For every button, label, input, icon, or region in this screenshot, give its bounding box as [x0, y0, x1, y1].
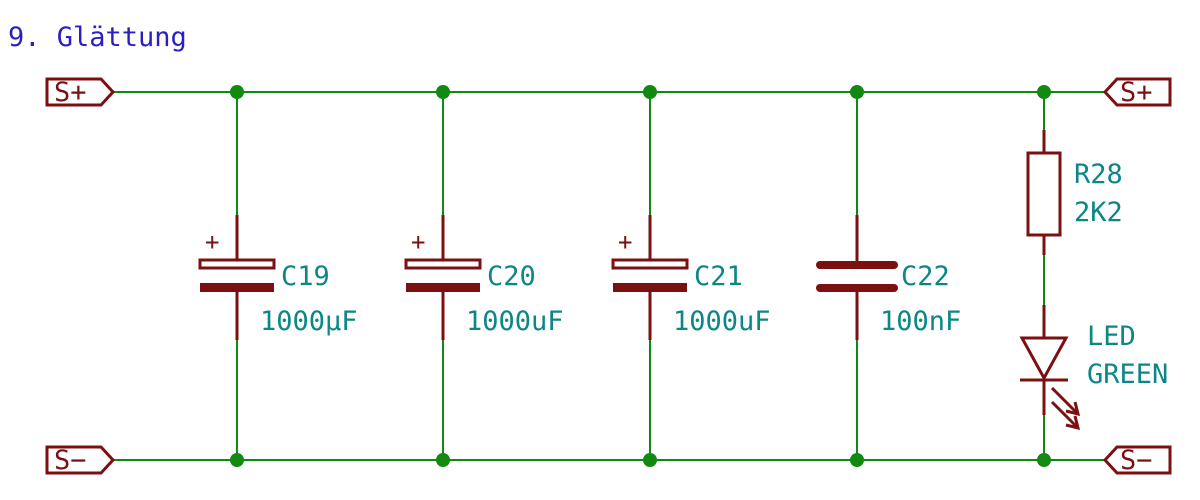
- capacitor-c19: + C19 1000µF: [198, 92, 358, 460]
- port-bottom-right-label: S−: [1120, 445, 1153, 476]
- resistor-r28: R28 2K2: [1026, 92, 1123, 305]
- junction-dot: [643, 453, 657, 467]
- light-emission-arrows-icon: [1050, 386, 1081, 431]
- port-bottom-left: S−: [45, 445, 116, 476]
- r28-ref: R28: [1074, 159, 1123, 190]
- capacitor-c20: + C20 1000uF: [404, 92, 564, 460]
- junction-dot: [1037, 453, 1051, 467]
- c22-ref: C22: [901, 261, 950, 292]
- c22-value: 100nF: [880, 306, 961, 337]
- sheet-title: 9. Glättung: [8, 22, 187, 53]
- led-label-line1: LED: [1087, 321, 1136, 352]
- led-label-line2: GREEN: [1087, 359, 1168, 390]
- c19-ref: C19: [281, 261, 330, 292]
- capacitor-c21: + C21 1000uF: [611, 92, 771, 460]
- port-top-left: S+: [45, 77, 116, 108]
- r28-value: 2K2: [1074, 197, 1123, 228]
- junction-dot: [850, 85, 864, 99]
- junction-dot: [230, 85, 244, 99]
- port-bottom-left-label: S−: [54, 445, 87, 476]
- junction-dot: [436, 85, 450, 99]
- c19-value: 1000µF: [260, 306, 358, 337]
- junction-dot: [850, 453, 864, 467]
- c20-polarity: +: [411, 228, 425, 256]
- junction-dot: [230, 453, 244, 467]
- junction-dot: [643, 85, 657, 99]
- port-top-right-label: S+: [1120, 77, 1153, 108]
- port-top-right: S+: [1102, 77, 1172, 108]
- c21-value: 1000uF: [673, 306, 771, 337]
- c20-value: 1000uF: [466, 306, 564, 337]
- junctions: [230, 85, 1051, 467]
- c20-ref: C20: [487, 261, 536, 292]
- junction-dot: [436, 453, 450, 467]
- junction-dot: [1037, 85, 1051, 99]
- c21-polarity: +: [618, 228, 632, 256]
- led-green: LED GREEN: [1019, 305, 1168, 460]
- capacitor-c22: C22 100nF: [816, 92, 961, 460]
- port-top-left-label: S+: [54, 77, 87, 108]
- c21-ref: C21: [694, 261, 743, 292]
- port-bottom-right: S−: [1102, 445, 1172, 476]
- c19-polarity: +: [205, 228, 219, 256]
